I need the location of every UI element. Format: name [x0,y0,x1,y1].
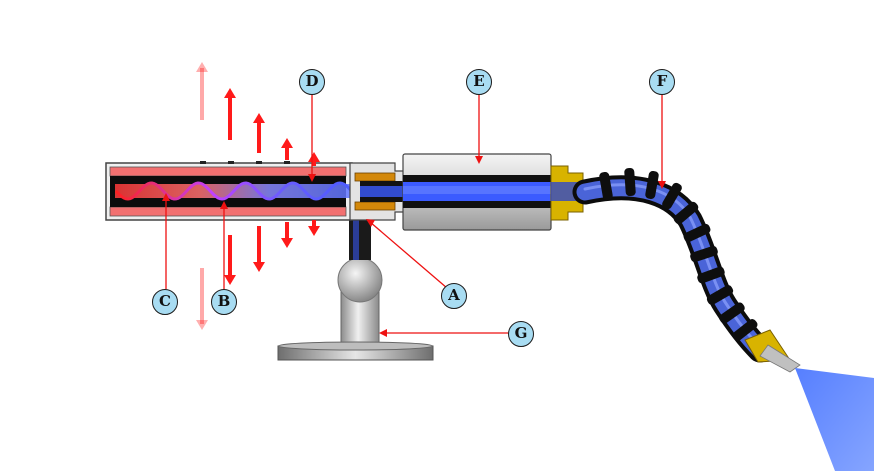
heat-arrow-head [308,226,320,236]
hose-ring [732,319,758,341]
hose-ring [683,223,711,243]
cold-end-housing [402,153,552,231]
callout-B: B [211,289,237,315]
heat-arrow-head [253,113,265,123]
hose-ring [697,266,725,284]
heat-arrow-head [308,152,320,162]
heat-arrow-head [196,320,208,330]
callout-A: A [441,283,467,309]
vortex-generator [349,162,406,221]
hose-ring [690,245,718,263]
vortex-helix [114,181,393,201]
callout-D: D [299,69,325,95]
flexible-hose [572,167,773,363]
heat-dissipation-arrows [196,62,320,330]
callout-E: E [466,69,492,95]
hose-ring [645,170,659,200]
leader-arrowheads [162,156,666,337]
leader-A [369,221,455,295]
callout-G: G [508,321,534,347]
callout-C: C [152,289,178,315]
callout-F: F [649,69,675,95]
hose-ring [599,171,613,201]
heat-arrow-head [281,238,293,248]
hose-ring [662,182,682,210]
hose-ring [706,285,734,305]
heat-arrow-head [281,138,293,148]
hot-tube [105,161,395,221]
hose-segment-rings [599,167,758,341]
heat-arrow-head [224,88,236,98]
heat-arrow-head [253,262,265,272]
hose-ring [673,201,699,225]
hose-ring [624,167,636,197]
heat-arrow-head [224,275,236,285]
mounting-stand [277,215,434,361]
heat-arrow-head [196,62,208,72]
nozzle [744,329,801,373]
cold-air-spray [795,368,874,471]
callout-leaders [165,95,663,334]
hose-ring [719,302,745,324]
